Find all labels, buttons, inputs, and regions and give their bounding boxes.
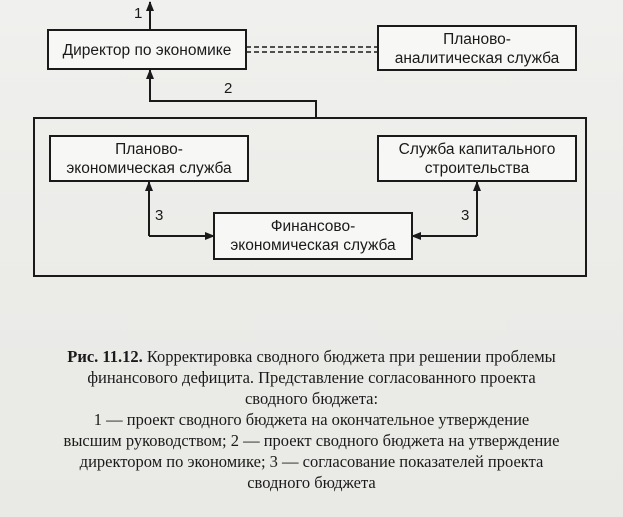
caption-line-6: директором по экономике; 3 — согласовани… — [79, 452, 544, 471]
caption-line-4: 1 — проект сводного бюджета на окончател… — [93, 410, 530, 429]
caption-line-2: финансового дефицита. Представление согл… — [87, 368, 536, 387]
planning-analytic-label-1: Планово- — [443, 31, 511, 48]
caption-title: Корректировка сводного бюджета при решен… — [142, 347, 556, 366]
planning-analytic-label-2: аналитическая служба — [395, 50, 560, 67]
finance-economic-label-2: экономическая служба — [230, 237, 396, 254]
caption-line-3: сводного бюджета: — [244, 389, 379, 408]
caption-line-5: высшим руководством; 2 — проект сводного… — [63, 431, 560, 450]
finance-economic-label-1: Финансово- — [271, 218, 356, 235]
capital-construction-box — [377, 135, 577, 182]
arrow-3-right-label: 3 — [461, 207, 469, 224]
director-box-label: Директор по экономике — [63, 42, 232, 59]
caption-line-7: сводного бюджета — [247, 473, 376, 492]
figure-caption: Рис. 11.12. Корректировка сводного бюдже… — [0, 346, 623, 493]
caption-line-1: Рис. 11.12. Корректировка сводного бюдже… — [0, 346, 623, 367]
arrow-1-label: 1 — [134, 5, 142, 22]
arrow-3-left-label: 3 — [155, 207, 163, 224]
planning-economic-box — [49, 135, 249, 182]
planning-economic-label-1: Планово- — [115, 141, 183, 158]
capital-construction-label-2: строительства — [425, 160, 530, 177]
capital-construction-label-1: Служба капитального — [399, 141, 556, 158]
planning-economic-label-2: экономическая служба — [66, 160, 232, 177]
arrow-2-path — [149, 80, 317, 118]
budget-flow-diagram: 1 Директор по экономике Планово- аналити… — [33, 1, 587, 277]
arrow-2-label: 2 — [224, 80, 232, 97]
budget-group-frame — [33, 117, 587, 277]
planning-analytic-box — [377, 25, 577, 71]
figure-number: Рис. 11.12. — [67, 347, 143, 366]
